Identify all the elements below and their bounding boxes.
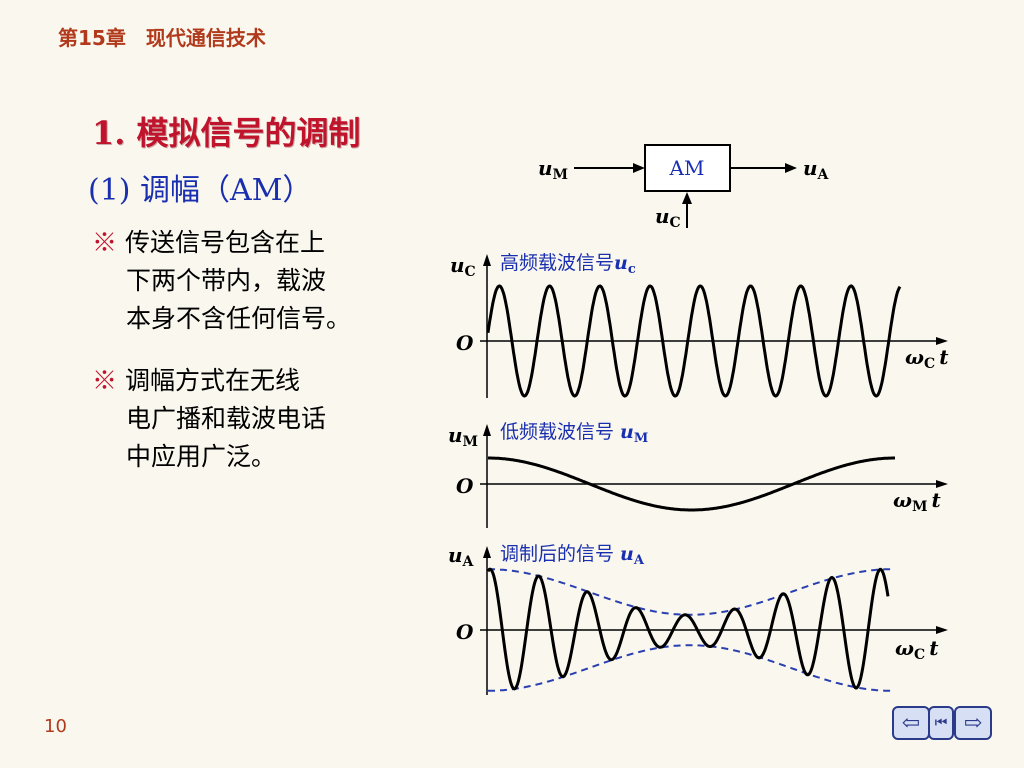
input-arrow: [633, 163, 645, 173]
bullet-line: 本身不含任何信号。: [126, 304, 352, 333]
block-diagram: AM uM uA uC: [538, 144, 830, 231]
envelope-lower: [488, 644, 892, 692]
origin-label: O: [456, 474, 474, 498]
carrier-label: uC: [655, 204, 681, 231]
first-slide-button[interactable]: ⏮: [928, 706, 954, 740]
page-number: 10: [44, 716, 67, 737]
carrier-wave: [486, 284, 902, 398]
origin-label: O: [456, 620, 474, 644]
next-slide-button[interactable]: ⇨: [954, 706, 992, 740]
input-label: uM: [538, 156, 568, 183]
output-label: uA: [803, 156, 830, 183]
envelope-upper: [488, 568, 892, 616]
carrier-arrow: [682, 192, 692, 204]
section-heading: 1. 模拟信号的调制: [92, 114, 361, 152]
bullet-line: 中应用广泛。: [126, 442, 277, 471]
bullet-2: ※ 调幅方式在无线 电广播和载波电话 中应用广泛。: [92, 362, 432, 476]
bullet-mark: ※: [92, 228, 118, 257]
modulating-wave: [488, 456, 895, 512]
bullet-line: 调幅方式在无线: [124, 366, 300, 395]
subsection-heading: (1) 调幅（AM）: [88, 173, 313, 208]
modulating-title: 低频载波信号 uM: [500, 421, 648, 446]
skip-back-icon: ⏮: [934, 715, 948, 731]
arrow-right-icon: ⇨: [963, 710, 983, 736]
bullet-line: 电广播和载波电话: [126, 404, 327, 433]
modulating-axis-label: uM: [448, 423, 478, 450]
bullet-mark: ※: [92, 366, 118, 395]
bullet-line: 传送信号包含在上: [124, 228, 325, 257]
arrow-left-icon: ⇦: [901, 710, 921, 736]
am-title: 调制后的信号 uA: [500, 543, 645, 568]
bullet-line: 下两个带内，载波: [126, 266, 327, 295]
carrier-axis-label: uC: [450, 253, 476, 280]
origin-label: O: [456, 331, 474, 355]
am-axis-label: uA: [448, 543, 475, 570]
carrier-title: 高频载波信号uc: [500, 252, 636, 277]
chapter-header: 第15章 现代通信技术: [58, 26, 266, 50]
am-wave: [486, 567, 890, 691]
bullet-1: ※ 传送信号包含在上 下两个带内，载波 本身不含任何信号。: [92, 224, 432, 338]
output-arrow: [785, 163, 797, 173]
prev-slide-button[interactable]: ⇦: [892, 706, 930, 740]
am-block-label: AM: [669, 156, 705, 180]
